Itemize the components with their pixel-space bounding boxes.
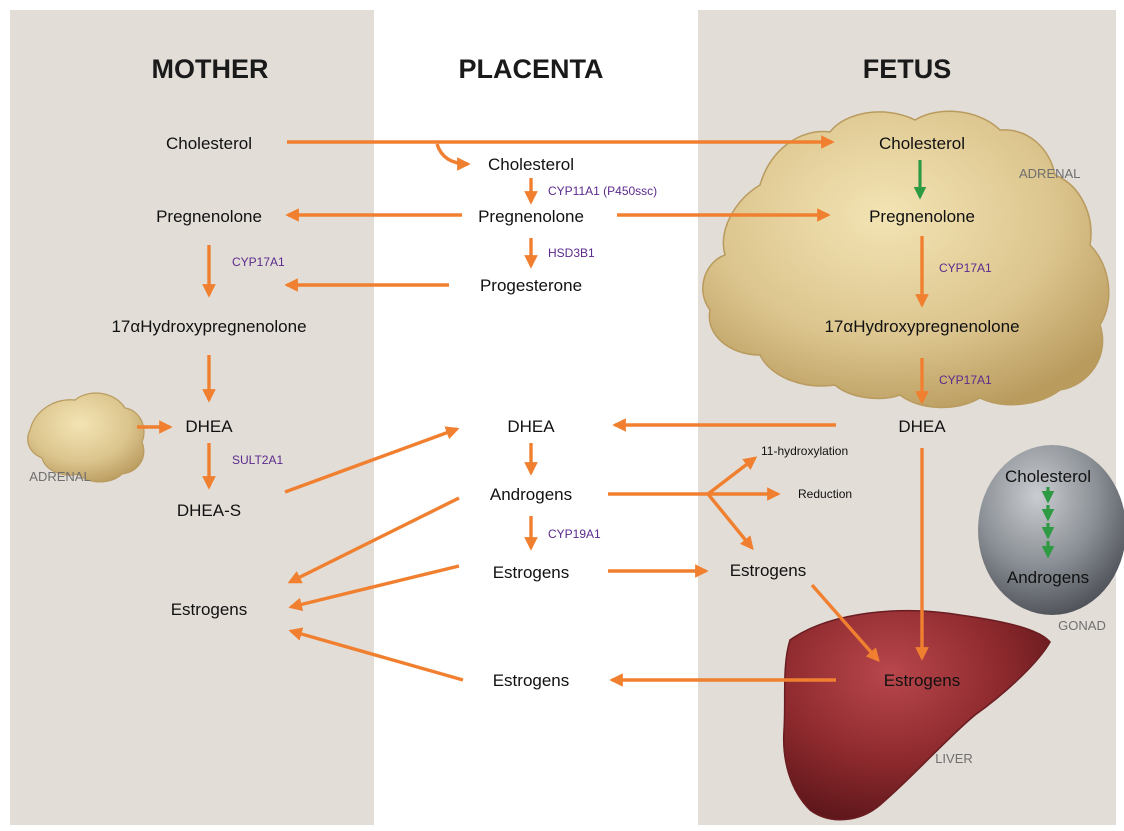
placenta-enzyme-cyp11a1: CYP11A1 (P450ssc) xyxy=(548,184,657,198)
mother-enzyme-cyp17a1: CYP17A1 xyxy=(232,255,285,269)
placenta-estrogens-upper: Estrogens xyxy=(493,563,570,582)
header-fetus: FETUS xyxy=(863,54,952,84)
liver-label: LIVER xyxy=(935,751,973,766)
placenta-progesterone: Progesterone xyxy=(480,276,582,295)
fetus-cholesterol: Cholesterol xyxy=(879,134,965,153)
mother-adrenal-label: ADRENAL xyxy=(29,469,90,484)
mother-cholesterol: Cholesterol xyxy=(166,134,252,153)
fetus-pregnenolone: Pregnenolone xyxy=(869,207,975,226)
label-reduction: Reduction xyxy=(798,487,852,501)
gonad-label: GONAD xyxy=(1058,618,1106,633)
header-mother: MOTHER xyxy=(152,54,269,84)
mother-17-hydroxypregnenolone: 17αHydroxypregnenolone xyxy=(111,317,306,336)
mother-enzyme-sult2a1: SULT2A1 xyxy=(232,453,283,467)
placenta-enzyme-hsd3b1: HSD3B1 xyxy=(548,246,595,260)
gonad-androgens: Androgens xyxy=(1007,568,1089,587)
liver-estrogens: Estrogens xyxy=(884,671,961,690)
header-placenta: PLACENTA xyxy=(459,54,604,84)
mother-dhea-s: DHEA-S xyxy=(177,501,241,520)
placenta-enzyme-cyp19a1: CYP19A1 xyxy=(548,527,601,541)
placenta-androgens: Androgens xyxy=(490,485,572,504)
placenta-cholesterol: Cholesterol xyxy=(488,155,574,174)
fetus-dhea: DHEA xyxy=(898,417,946,436)
fetus-adrenal-label: ADRENAL xyxy=(1019,166,1080,181)
fetus-enzyme-cyp17a1-upper: CYP17A1 xyxy=(939,261,992,275)
mother-dhea: DHEA xyxy=(185,417,233,436)
mother-estrogens: Estrogens xyxy=(171,600,248,619)
placenta-dhea: DHEA xyxy=(507,417,555,436)
fetus-17-hydroxypregnenolone: 17αHydroxypregnenolone xyxy=(824,317,1019,336)
label-11-hydroxylation: 11-hydroxylation xyxy=(761,444,848,458)
mother-pregnenolone: Pregnenolone xyxy=(156,207,262,226)
fetus-enzyme-cyp17a1-lower: CYP17A1 xyxy=(939,373,992,387)
peripheral-estrogens: Estrogens xyxy=(730,561,807,580)
placenta-estrogens-lower: Estrogens xyxy=(493,671,570,690)
placenta-pregnenolone: Pregnenolone xyxy=(478,207,584,226)
gonad-cholesterol: Cholesterol xyxy=(1005,467,1091,486)
